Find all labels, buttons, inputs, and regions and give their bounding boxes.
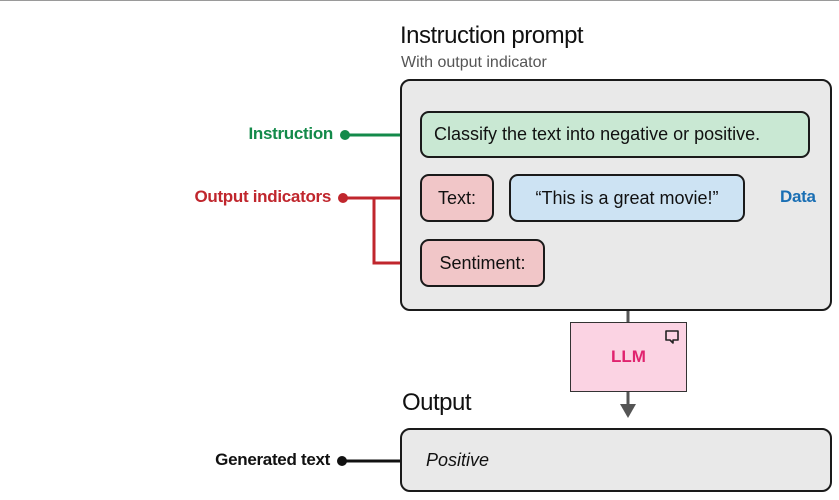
output-indicators-label: Output indicators bbox=[194, 187, 331, 206]
instruction-dot bbox=[340, 130, 350, 140]
llm-label: LLM bbox=[611, 347, 646, 366]
generated-text-dot bbox=[337, 456, 347, 466]
data-chip: “This is a great movie!” bbox=[509, 174, 745, 222]
text-label: Text: bbox=[437, 187, 476, 208]
instruction-text: Classify the text into negative or posit… bbox=[434, 124, 761, 144]
output-panel: Positive bbox=[400, 428, 832, 492]
output-value: Positive bbox=[426, 449, 490, 470]
top-divider bbox=[0, 0, 839, 1]
text-label-chip: Text: bbox=[420, 174, 494, 222]
data-label: Data bbox=[780, 187, 816, 206]
chat-bubble-icon bbox=[665, 330, 679, 344]
data-text: “This is a great movie!” bbox=[535, 187, 719, 208]
sentiment-label: Sentiment: bbox=[439, 252, 526, 273]
llm-to-output-arrowhead bbox=[620, 404, 636, 418]
instruction-label: Instruction bbox=[248, 124, 333, 143]
prompt-subtitle: With output indicator bbox=[401, 54, 547, 71]
instruction-chip: Classify the text into negative or posit… bbox=[420, 111, 810, 158]
llm-box: LLM bbox=[570, 322, 687, 392]
prompt-title: Instruction prompt bbox=[400, 22, 584, 49]
output-indicators-dot bbox=[338, 193, 348, 203]
output-title: Output bbox=[402, 389, 472, 416]
generated-text-label: Generated text bbox=[215, 450, 330, 469]
sentiment-label-chip: Sentiment: bbox=[420, 239, 545, 287]
